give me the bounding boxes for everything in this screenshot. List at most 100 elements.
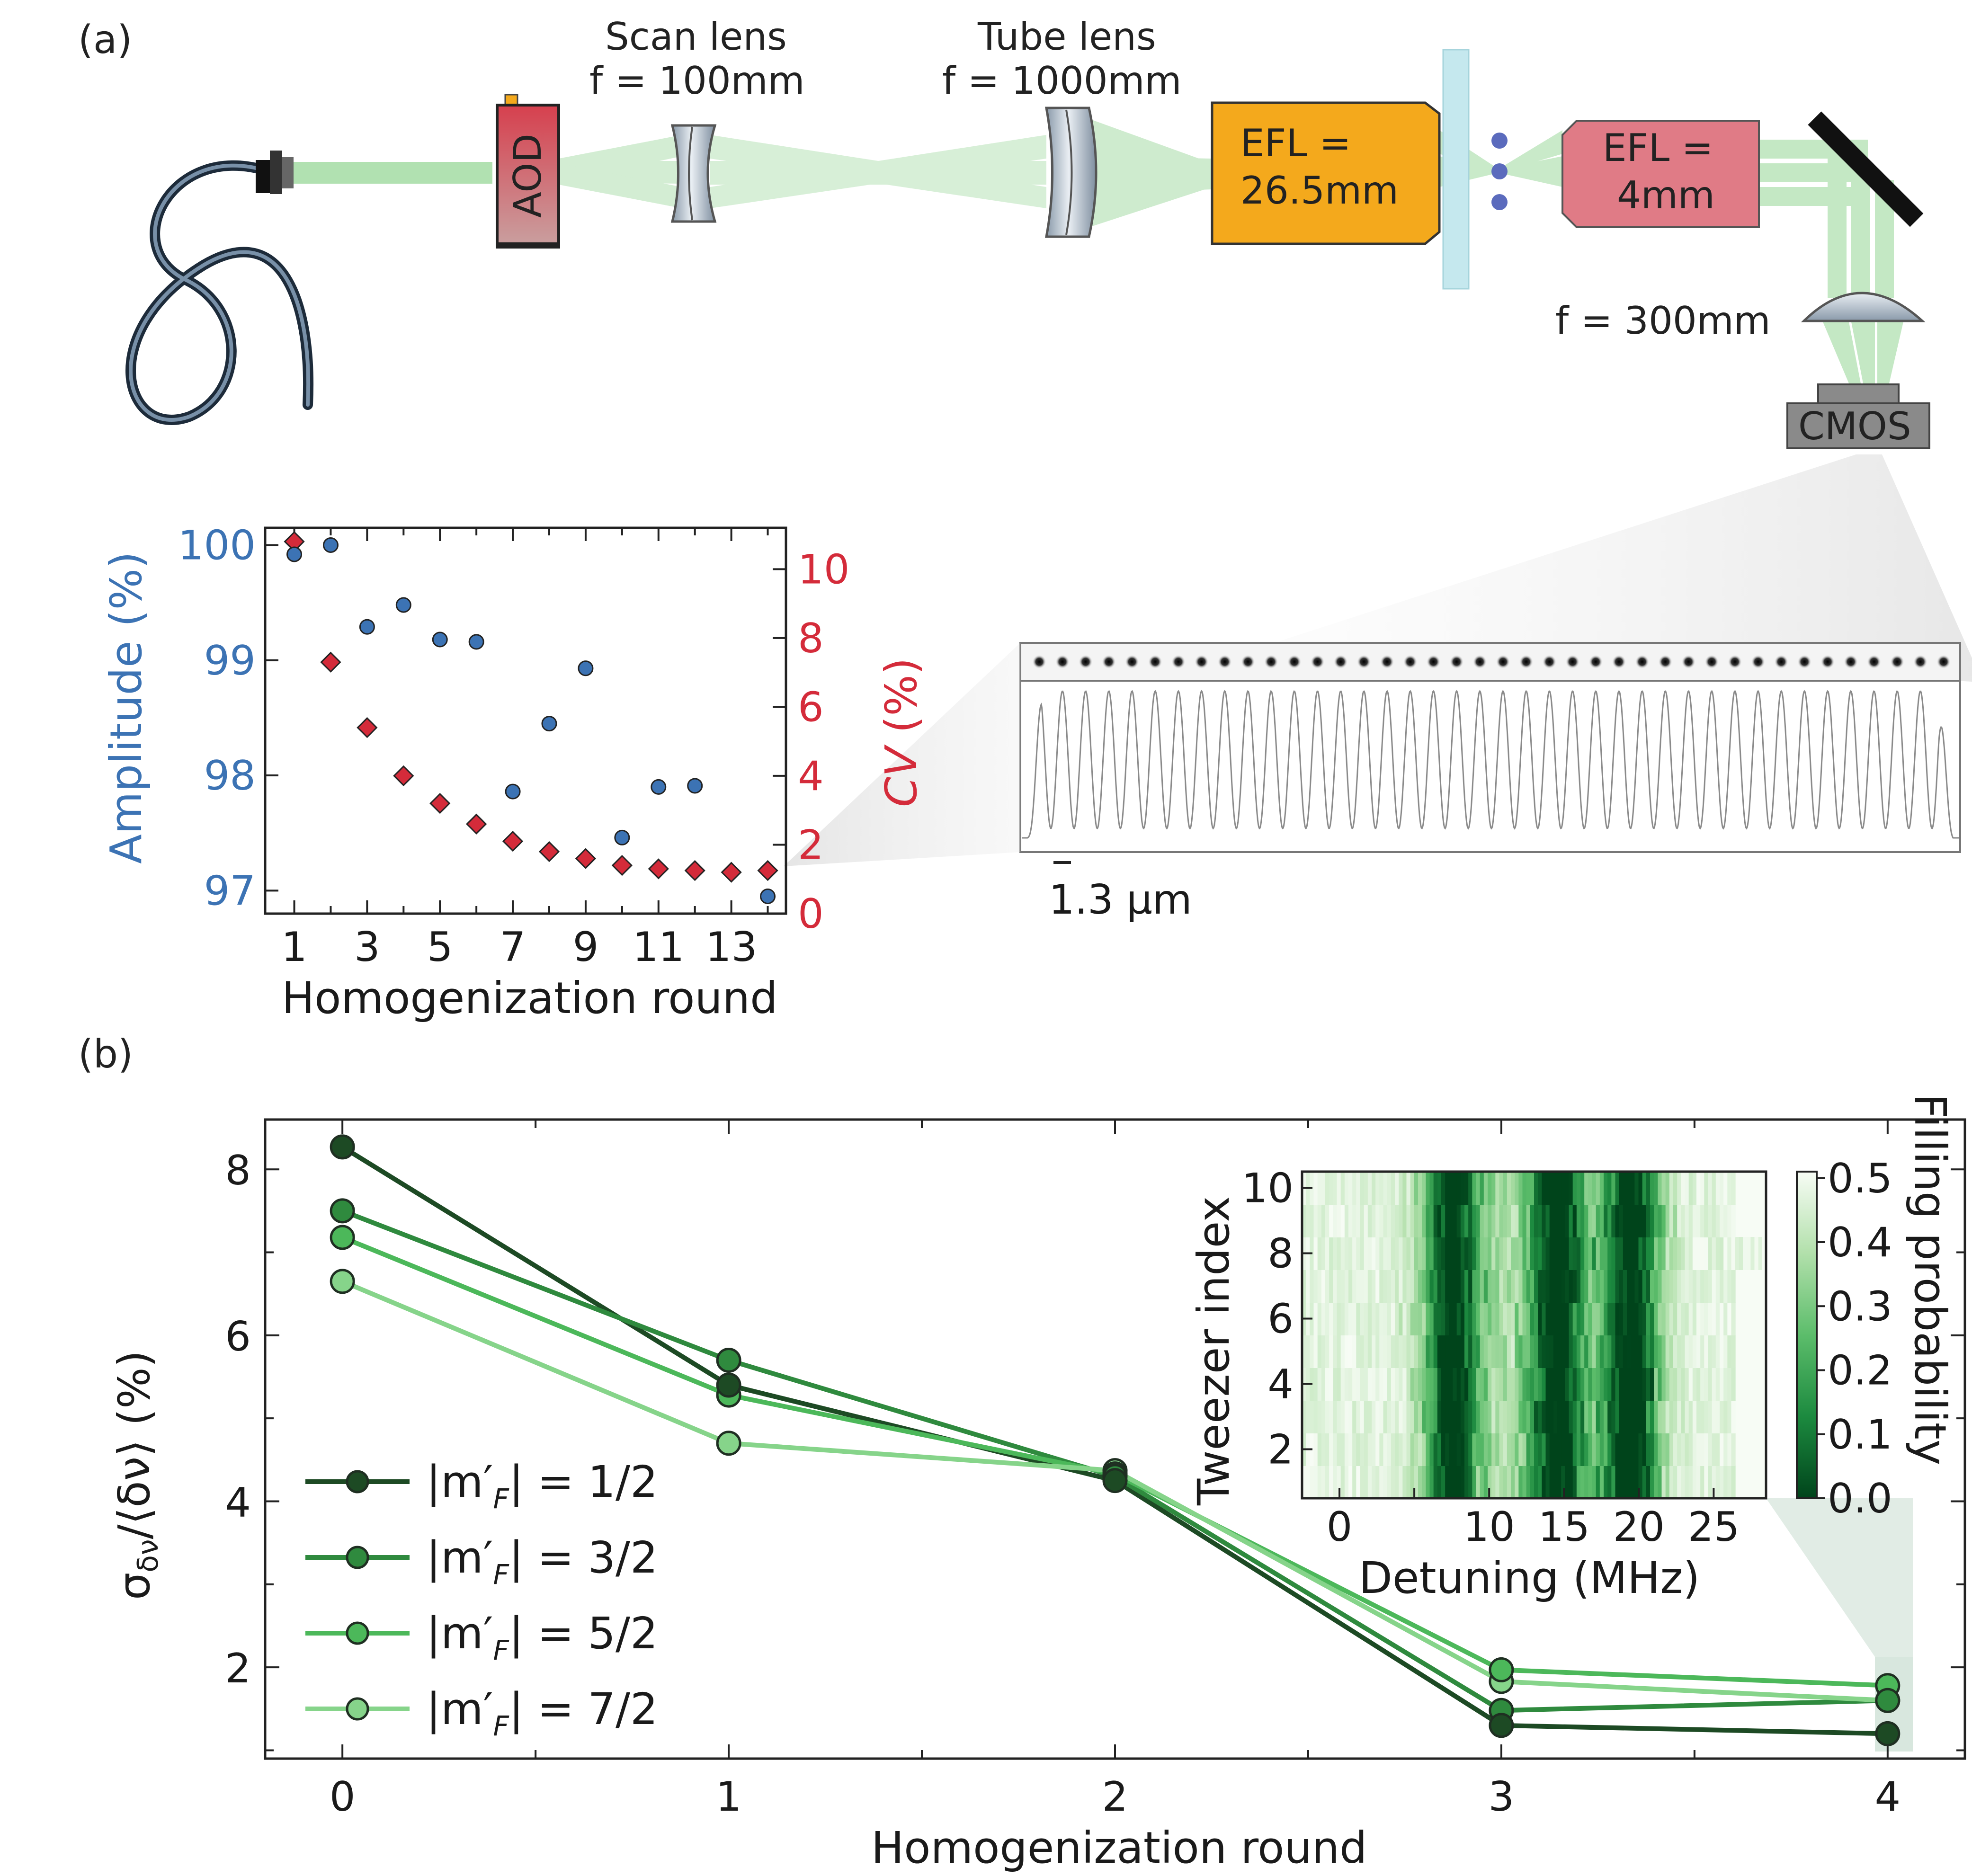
heatmap-cell bbox=[1433, 1335, 1438, 1368]
heatmap-cell bbox=[1542, 1400, 1546, 1433]
heatmap-cell bbox=[1557, 1302, 1562, 1335]
heatmap-cell bbox=[1599, 1400, 1604, 1433]
panel-label-a: (a) bbox=[78, 18, 132, 62]
heatmap-cell bbox=[1356, 1237, 1361, 1270]
heatmap-cell bbox=[1677, 1433, 1682, 1466]
heatmap-cell bbox=[1677, 1466, 1682, 1498]
heatmap-cell bbox=[1410, 1335, 1415, 1368]
heatmap-cell bbox=[1310, 1400, 1314, 1433]
heatmap-cell bbox=[1715, 1400, 1720, 1433]
heatmap-cell bbox=[1538, 1433, 1543, 1466]
heatmap-cell bbox=[1665, 1270, 1670, 1303]
heatmap-cell bbox=[1441, 1172, 1446, 1205]
heatmap-cell bbox=[1453, 1302, 1457, 1335]
heatmap-cell bbox=[1476, 1368, 1481, 1401]
heatmap-cell bbox=[1530, 1433, 1535, 1466]
heatmap-cell bbox=[1511, 1400, 1516, 1433]
heatmap-cell bbox=[1348, 1400, 1353, 1433]
heatmap-cell bbox=[1418, 1335, 1423, 1368]
heatmap-cell bbox=[1340, 1466, 1345, 1498]
heatmap-cell bbox=[1646, 1302, 1651, 1335]
heatmap-cell bbox=[1367, 1466, 1372, 1498]
heatmap-cell bbox=[1372, 1335, 1376, 1368]
heatmap-cell bbox=[1658, 1400, 1662, 1433]
heatmap-cell bbox=[1449, 1433, 1454, 1466]
heatmap-cell bbox=[1491, 1466, 1496, 1498]
heatmap-cell bbox=[1429, 1466, 1434, 1498]
heatmap-cell bbox=[1611, 1400, 1616, 1433]
tweezer-spot bbox=[1867, 655, 1882, 669]
tweezer-spot bbox=[1356, 655, 1371, 669]
heatmap-cell bbox=[1460, 1302, 1465, 1335]
series-point bbox=[330, 1198, 355, 1224]
heatmap-cell bbox=[1638, 1335, 1643, 1368]
legend-marker bbox=[346, 1470, 369, 1494]
heatmap-cell bbox=[1681, 1368, 1686, 1401]
heatmap-cell bbox=[1576, 1400, 1581, 1433]
heatmap-cell bbox=[1406, 1335, 1411, 1368]
tweezer-spot bbox=[1287, 655, 1302, 669]
chart-a-xtick-label: 11 bbox=[633, 924, 684, 971]
heatmap-cell bbox=[1329, 1204, 1334, 1237]
heatmap-cell bbox=[1383, 1237, 1388, 1270]
camera-lens: f = 300mm bbox=[1555, 292, 1926, 343]
heatmap-cell bbox=[1480, 1335, 1484, 1368]
heatmap-cell bbox=[1596, 1433, 1600, 1466]
heatmap-cell bbox=[1530, 1270, 1535, 1303]
heatmap-cell bbox=[1739, 1237, 1743, 1270]
heatmap-cell bbox=[1627, 1368, 1632, 1401]
heatmap-cell bbox=[1437, 1270, 1442, 1303]
heatmap-cell bbox=[1607, 1270, 1612, 1303]
heatmap-xtick-label: 10 bbox=[1463, 1503, 1515, 1551]
heatmap-cell bbox=[1321, 1237, 1326, 1270]
heatmap-cell bbox=[1731, 1172, 1736, 1205]
heatmap-cell bbox=[1661, 1302, 1666, 1335]
heatmap-cell bbox=[1352, 1172, 1357, 1205]
heatmap-cell bbox=[1429, 1368, 1434, 1401]
heatmap-cell bbox=[1340, 1172, 1345, 1205]
heatmap-cell bbox=[1333, 1204, 1338, 1237]
tweezer-spot bbox=[1612, 655, 1626, 669]
heatmap-cell bbox=[1534, 1335, 1539, 1368]
heatmap-cell bbox=[1372, 1302, 1376, 1335]
heatmap-cell bbox=[1391, 1302, 1395, 1335]
atoms bbox=[1491, 133, 1508, 210]
heatmap-cell bbox=[1476, 1237, 1481, 1270]
heatmap-cell bbox=[1599, 1302, 1604, 1335]
tweezer-spot bbox=[1472, 655, 1487, 669]
heatmap-cell bbox=[1306, 1204, 1311, 1237]
cv-point bbox=[611, 855, 633, 876]
heatmap-cell bbox=[1395, 1302, 1400, 1335]
heatmap-cell bbox=[1526, 1433, 1531, 1466]
heatmap-cell bbox=[1375, 1270, 1380, 1303]
heatmap-cell bbox=[1549, 1172, 1554, 1205]
heatmap-cell bbox=[1696, 1466, 1701, 1498]
heatmap-cell bbox=[1565, 1433, 1570, 1466]
chart-b-xtick-label: 2 bbox=[1102, 1773, 1128, 1821]
heatmap-cell bbox=[1483, 1433, 1488, 1466]
heatmap-cell bbox=[1584, 1433, 1589, 1466]
heatmap-cell bbox=[1499, 1400, 1504, 1433]
heatmap-cell bbox=[1468, 1237, 1473, 1270]
heatmap-cell bbox=[1596, 1302, 1600, 1335]
tweezer-spot bbox=[1032, 655, 1046, 669]
heatmap-cell bbox=[1515, 1400, 1519, 1433]
heatmap-cell bbox=[1599, 1368, 1604, 1401]
heatmap-cell bbox=[1340, 1400, 1345, 1433]
heatmap-cell bbox=[1599, 1237, 1604, 1270]
cv-point bbox=[502, 831, 524, 852]
heatmap-cell bbox=[1360, 1433, 1365, 1466]
heatmap-cell bbox=[1488, 1302, 1492, 1335]
chart-b-legend: |m′F| = 1/2|m′F| = 3/2|m′F| = 5/2|m′F| =… bbox=[305, 1457, 658, 1742]
heatmap-cell bbox=[1542, 1270, 1546, 1303]
heatmap-cell bbox=[1658, 1433, 1662, 1466]
heatmap-cell bbox=[1692, 1335, 1697, 1368]
heatmap-cell bbox=[1495, 1433, 1500, 1466]
heatmap-cell bbox=[1673, 1466, 1678, 1498]
heatmap-cell bbox=[1464, 1433, 1469, 1466]
series-point bbox=[1489, 1713, 1514, 1738]
heatmap-cell bbox=[1584, 1270, 1589, 1303]
camera-label: CMOS bbox=[1798, 404, 1911, 448]
scan-lens-title: Scan lens bbox=[605, 15, 787, 59]
